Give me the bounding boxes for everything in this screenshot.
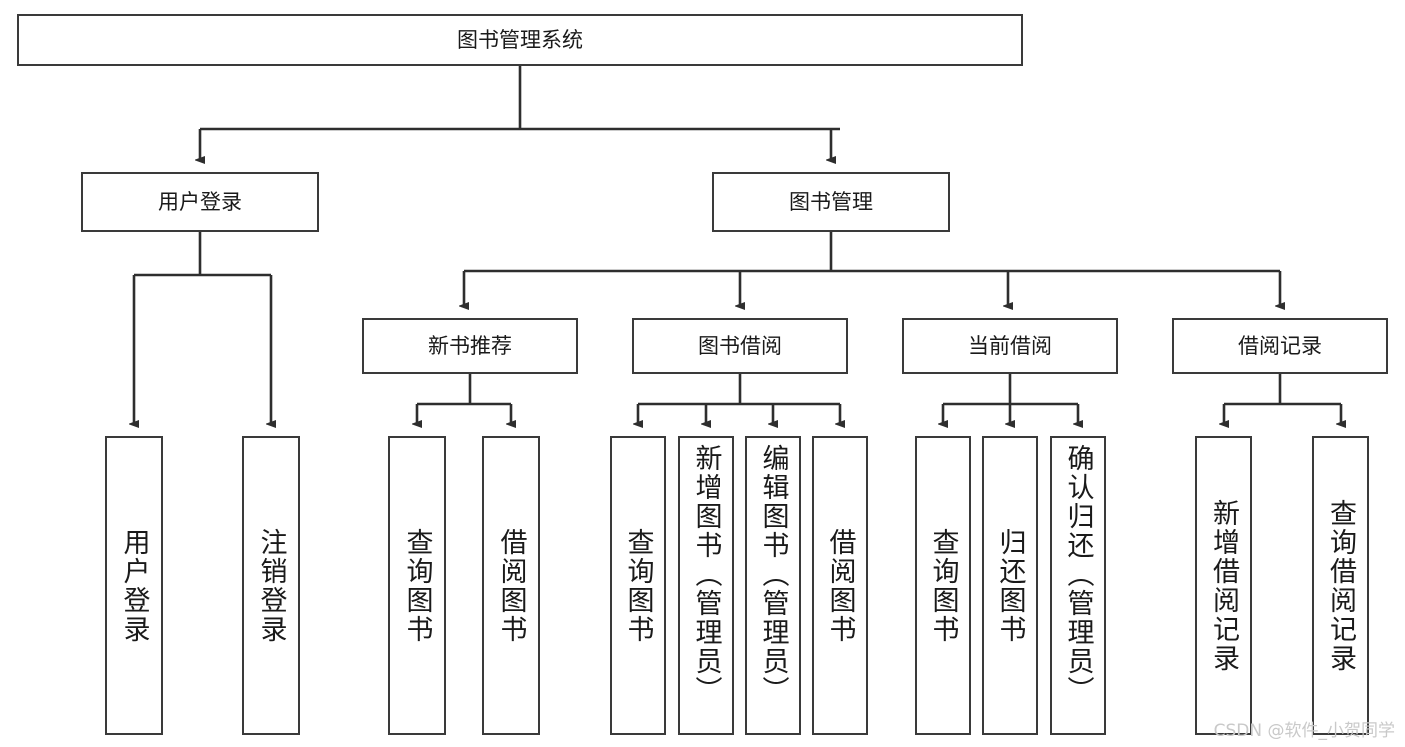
node-leaf-query-record[interactable]: 查询借阅记录 [1312, 436, 1369, 735]
node-book-borrow-label: 图书借阅 [698, 333, 782, 358]
watermark: CSDN @软件_小贺同学 [1213, 721, 1395, 741]
node-leaf-edit-book-label: 编辑图书（管理员） [757, 444, 789, 705]
node-book-manage[interactable]: 图书管理 [712, 172, 950, 232]
node-leaf-query-book-3[interactable]: 查询图书 [915, 436, 971, 735]
node-leaf-logout[interactable]: 注销登录 [242, 436, 300, 735]
node-current-borrow[interactable]: 当前借阅 [902, 318, 1118, 374]
node-book-manage-label: 图书管理 [789, 189, 873, 214]
node-leaf-confirm-return[interactable]: 确认归还（管理员） [1050, 436, 1106, 735]
node-leaf-query-book-3-label: 查询图书 [927, 527, 959, 644]
node-leaf-query-book-2-label: 查询图书 [622, 527, 654, 644]
node-leaf-query-book-1-label: 查询图书 [401, 527, 433, 644]
node-new-book-rec-label: 新书推荐 [428, 333, 512, 358]
node-leaf-logout-label: 注销登录 [255, 527, 287, 644]
node-leaf-query-book-1[interactable]: 查询图书 [388, 436, 446, 735]
node-leaf-confirm-return-label: 确认归还（管理员） [1062, 444, 1094, 705]
node-leaf-return-book[interactable]: 归还图书 [982, 436, 1038, 735]
node-leaf-borrow-book-2[interactable]: 借阅图书 [812, 436, 868, 735]
node-leaf-user-login[interactable]: 用户登录 [105, 436, 163, 735]
node-book-borrow[interactable]: 图书借阅 [632, 318, 848, 374]
node-borrow-record-label: 借阅记录 [1238, 333, 1322, 358]
node-root-label: 图书管理系统 [457, 27, 583, 52]
node-current-borrow-label: 当前借阅 [968, 333, 1052, 358]
node-leaf-add-record-label: 新增借阅记录 [1208, 498, 1239, 673]
node-leaf-borrow-book-1[interactable]: 借阅图书 [482, 436, 540, 735]
node-user-login-label: 用户登录 [158, 189, 242, 214]
node-leaf-borrow-book-1-label: 借阅图书 [495, 527, 527, 644]
node-user-login[interactable]: 用户登录 [81, 172, 319, 232]
node-leaf-add-book[interactable]: 新增图书（管理员） [678, 436, 734, 735]
node-root[interactable]: 图书管理系统 [17, 14, 1023, 66]
node-leaf-add-record[interactable]: 新增借阅记录 [1195, 436, 1252, 735]
node-leaf-borrow-book-2-label: 借阅图书 [824, 527, 856, 644]
node-borrow-record[interactable]: 借阅记录 [1172, 318, 1388, 374]
node-leaf-add-book-label: 新增图书（管理员） [690, 444, 722, 705]
node-leaf-user-login-label: 用户登录 [118, 527, 150, 644]
node-new-book-rec[interactable]: 新书推荐 [362, 318, 578, 374]
node-leaf-query-book-2[interactable]: 查询图书 [610, 436, 666, 735]
node-leaf-query-record-label: 查询借阅记录 [1325, 498, 1356, 673]
node-leaf-edit-book[interactable]: 编辑图书（管理员） [745, 436, 801, 735]
node-leaf-return-book-label: 归还图书 [994, 527, 1026, 644]
